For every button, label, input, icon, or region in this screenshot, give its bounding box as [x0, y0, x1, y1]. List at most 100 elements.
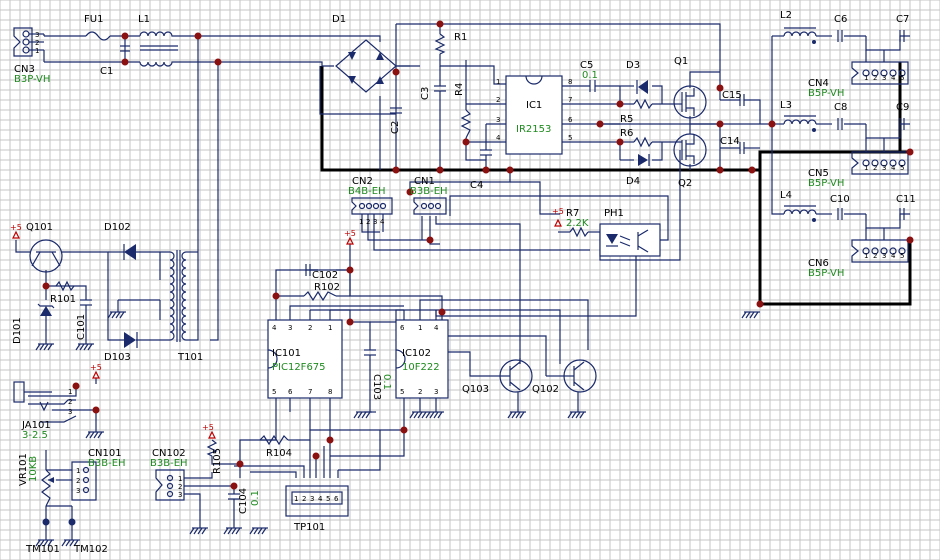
label-d1: D1	[332, 14, 346, 25]
label-ph1: PH1	[604, 208, 624, 219]
capacitor-c15	[739, 94, 745, 106]
capacitor-c104	[228, 493, 240, 506]
value-ic101: PIC12F675	[272, 362, 326, 373]
supply-plus5-q101: +5	[10, 223, 22, 239]
resistor-r105	[206, 439, 218, 457]
header-tp101	[285, 485, 349, 517]
label-cn102: CN102	[152, 448, 186, 459]
value-cn5: B5P-VH	[808, 178, 844, 189]
capacitor-c8	[837, 118, 843, 130]
value-cn2: B4B-EH	[348, 186, 386, 197]
label-cn2: CN2	[352, 176, 373, 187]
svg-text:4: 4	[380, 218, 385, 226]
resistor-r1	[434, 33, 446, 55]
svg-text:5: 5	[272, 388, 276, 396]
value-c104: 0.1	[250, 490, 261, 506]
capacitor-c2	[390, 107, 402, 114]
svg-text:3: 3	[882, 74, 886, 82]
svg-text:+5: +5	[344, 229, 356, 238]
svg-text:1: 1	[35, 47, 39, 55]
svg-text:3: 3	[310, 495, 314, 503]
label-c102: C102	[312, 270, 338, 281]
label-r102: R102	[314, 282, 340, 293]
transistor-q103	[499, 359, 533, 393]
diode-d103	[124, 332, 138, 348]
transistor-q101	[29, 239, 63, 273]
svg-text:2: 2	[68, 398, 72, 406]
label-l4: L4	[780, 190, 792, 201]
value-cn1: B3B-EH	[410, 186, 448, 197]
capacitor-c3	[434, 85, 446, 104]
svg-text:3: 3	[35, 31, 39, 39]
label-c104: C104	[238, 488, 249, 514]
capacitor-c4	[480, 149, 492, 160]
resistor-r4	[460, 109, 472, 139]
value-cn4: B5P-VH	[808, 88, 844, 99]
svg-text:1: 1	[864, 164, 868, 172]
svg-text:2: 2	[178, 483, 182, 491]
connector-cn2	[351, 197, 393, 232]
svg-text:4: 4	[891, 74, 896, 82]
value-cn3: B3P-VH	[14, 74, 50, 85]
label-q1: Q1	[674, 56, 688, 67]
svg-text:3: 3	[76, 487, 80, 495]
label-r1: R1	[454, 32, 467, 43]
label-r104: R104	[266, 448, 292, 459]
label-l1: L1	[138, 14, 150, 25]
connector-cn1	[413, 197, 447, 215]
value-r7: 2.2K	[566, 218, 589, 229]
svg-text:6: 6	[288, 388, 293, 396]
mosfet-q2	[673, 133, 707, 167]
label-c11: C11	[896, 194, 916, 205]
value-ic1: IR2153	[516, 124, 551, 135]
value-cn102: B3B-EH	[150, 458, 188, 469]
svg-text:1: 1	[418, 324, 422, 332]
ground-symbol	[567, 411, 586, 419]
diode-d3	[636, 80, 648, 94]
label-c6: C6	[834, 14, 847, 25]
label-r5: R5	[620, 114, 633, 125]
value-vr101: 10KB	[28, 456, 39, 482]
value-c103: 0.1	[381, 374, 392, 390]
svg-text:4: 4	[891, 164, 896, 172]
value-ja101: 3-2.5	[22, 430, 48, 441]
svg-text:2: 2	[302, 495, 306, 503]
ground-symbol	[353, 411, 372, 419]
connector-cn102	[155, 469, 185, 501]
ic1-ir2153	[505, 75, 563, 155]
svg-text:1: 1	[864, 74, 868, 82]
mosfet-q1	[673, 85, 707, 119]
svg-text:+5: +5	[552, 207, 564, 216]
bridge-rectifier-d1	[335, 39, 397, 93]
ground-symbol	[409, 411, 428, 419]
label-r105: R105	[212, 448, 223, 474]
diode-d102	[123, 244, 136, 260]
svg-text:4: 4	[496, 134, 501, 142]
svg-text:1: 1	[496, 78, 500, 86]
svg-text:3: 3	[882, 252, 886, 260]
capacitor-c1	[120, 45, 130, 52]
svg-text:2: 2	[35, 39, 39, 47]
label-d4: D4	[626, 176, 640, 187]
label-vr101: VR101	[18, 453, 29, 486]
label-c7: C7	[896, 14, 909, 25]
label-r7: R7	[566, 208, 579, 219]
fuse-fu1	[85, 31, 111, 41]
supply-symbols: +5 +5 +5 +5 +5	[10, 207, 564, 439]
label-cn1: CN1	[414, 176, 435, 187]
ground-symbol	[75, 343, 94, 351]
ground-symbol	[189, 527, 208, 535]
svg-text:5: 5	[900, 252, 904, 260]
transistor-q102	[560, 359, 597, 393]
inductor-l2	[783, 27, 817, 44]
svg-text:2: 2	[873, 252, 877, 260]
svg-text:3: 3	[496, 116, 500, 124]
label-r6: R6	[620, 128, 633, 139]
svg-text:2: 2	[873, 164, 877, 172]
label-ja101: JA101	[21, 420, 51, 431]
label-q103: Q103	[462, 384, 489, 395]
resistor-r104	[259, 434, 296, 446]
label-c15: C15	[722, 90, 742, 101]
label-c103: C103	[371, 374, 382, 400]
